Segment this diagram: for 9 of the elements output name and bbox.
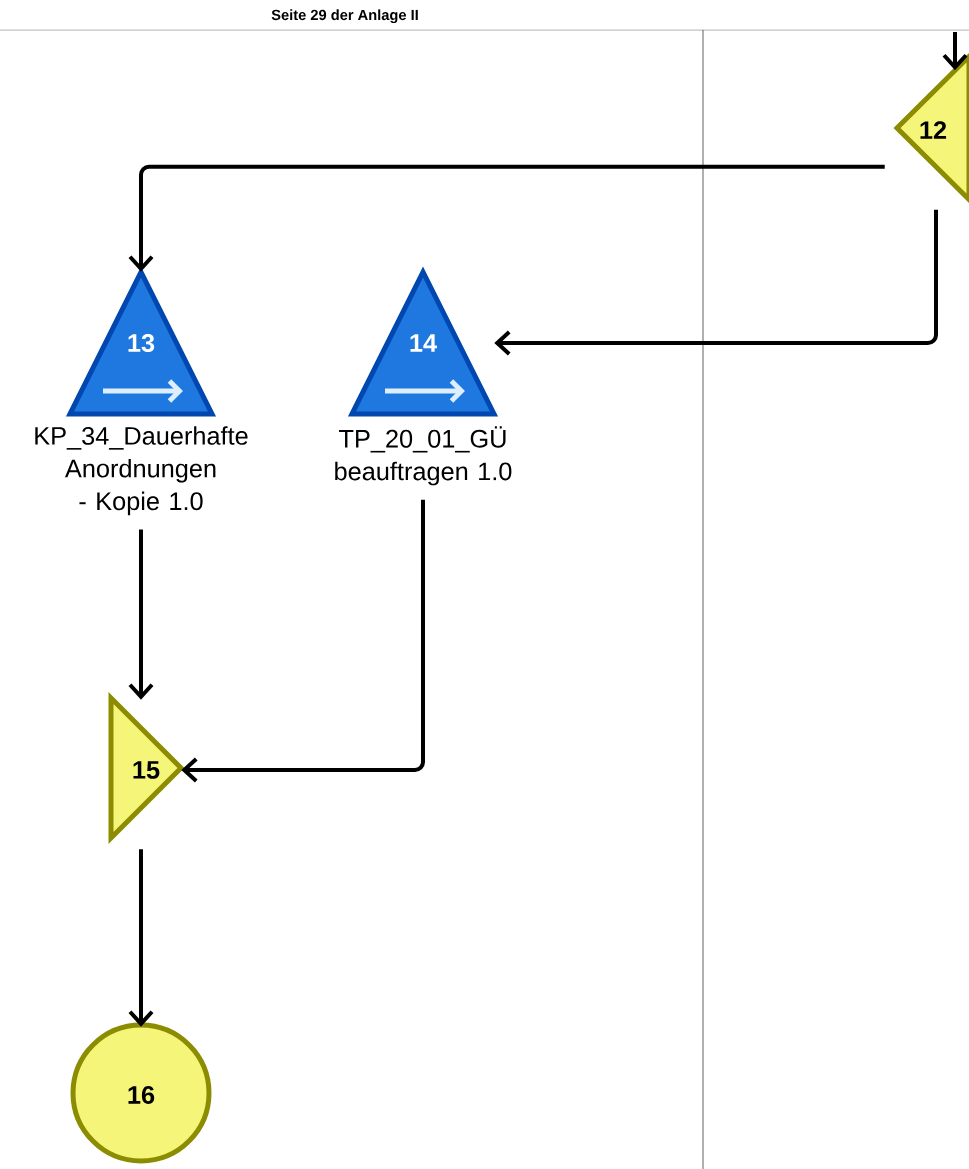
arrow <box>128 849 154 1027</box>
node-caption: TP_20_01_GÜ beauftragen 1.0 <box>335 426 512 486</box>
arrow <box>494 209 938 356</box>
node-caption: KP_34_Dauerhafte Anordnungen - Kopie 1.0 <box>35 426 248 516</box>
arrow <box>181 499 425 783</box>
arrow <box>128 164 885 272</box>
arrow <box>128 529 154 700</box>
page-header: Seite 29 der Anlage II <box>271 9 418 24</box>
arrow <box>942 32 968 71</box>
